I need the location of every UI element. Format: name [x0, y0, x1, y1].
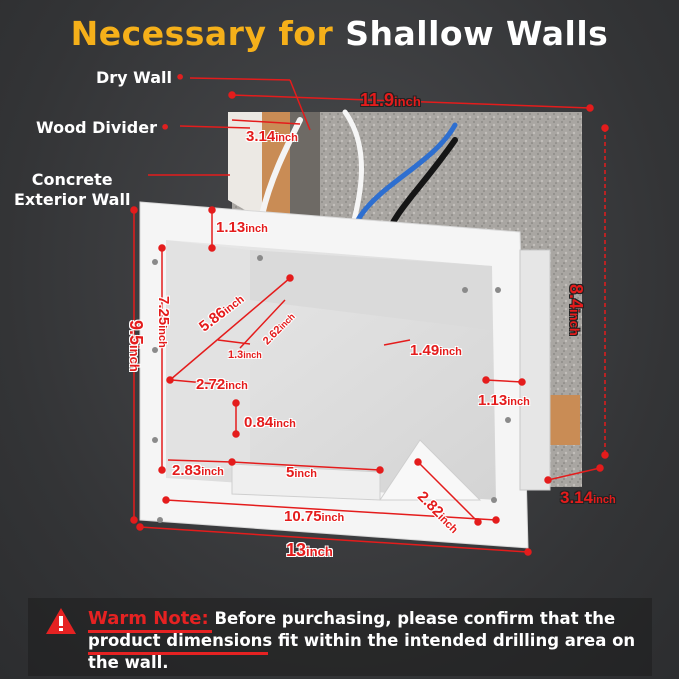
dim-inner-width: 10.75inch [284, 508, 345, 525]
concrete-wall-label: Concrete Exterior Wall [14, 170, 131, 209]
warm-note-text: Warm Note: Before purchasing, please con… [88, 608, 648, 674]
dim-flange-top: 1.13inch [216, 219, 268, 236]
dim-bottom-left: 2.83inch [172, 462, 224, 479]
dim-outer-height: 9.5inch [126, 320, 146, 372]
warning-icon [46, 608, 76, 634]
dim-bottom-mid: 5inch [286, 464, 317, 481]
note-body-underline [88, 652, 268, 655]
dim-port-side: 2.72inch [196, 376, 248, 393]
dim-port-width: 1.3inch [228, 349, 262, 361]
warm-note-body: Before purchasing, please confirm that t… [88, 609, 636, 672]
dimension-lines [130, 77, 609, 556]
drywall-layer [228, 112, 262, 220]
dim-opening-height: 8.4inch [566, 284, 586, 336]
dim-slot-width: 1.49inch [410, 342, 462, 359]
dim-flange-side: 1.13inch [478, 392, 530, 409]
drywall-label: Dry Wall• [96, 68, 186, 87]
dim-inner-height: 7.25inch [155, 296, 172, 348]
title-part-2: Shallow Walls [345, 14, 609, 53]
dim-box-depth: 3.14inch [560, 488, 616, 507]
box-frame [139, 201, 551, 549]
wood-divider-label: Wood Divider• [36, 118, 171, 137]
dim-opening-width: 11.9inch [360, 90, 421, 110]
dim-slot-height: 0.84inch [244, 414, 296, 431]
warm-note-panel [28, 598, 652, 676]
title-part-1: Necessary for [70, 14, 334, 53]
note-heading-underline [88, 630, 212, 633]
page-title: Necessary for Shallow Walls [0, 14, 679, 53]
dim-outer-width: 13inch [286, 540, 333, 560]
warm-note-heading: Warm Note: [88, 608, 209, 629]
dim-drywall-depth: 3.14inch [246, 128, 298, 145]
